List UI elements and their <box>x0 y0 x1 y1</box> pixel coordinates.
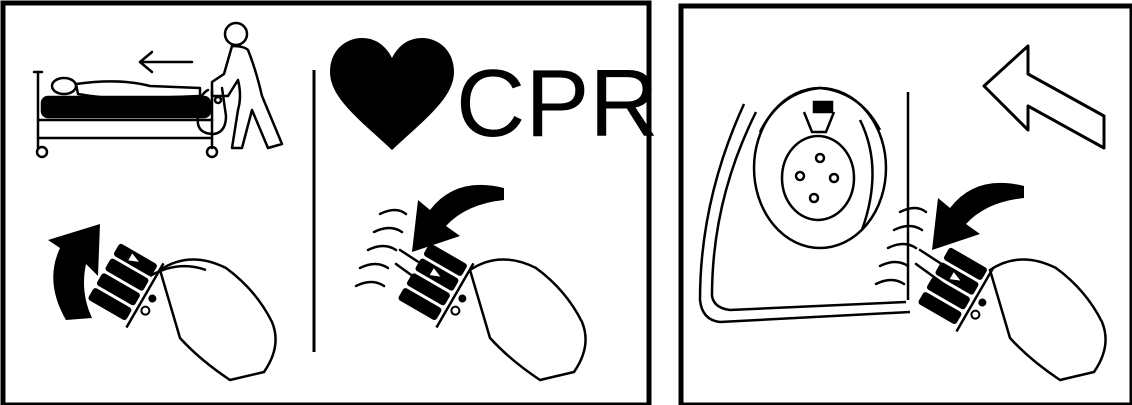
curved-arrow-up-icon <box>48 224 100 320</box>
right-panel <box>681 6 1132 405</box>
heart-icon <box>330 38 454 150</box>
curved-arrow-down-icon <box>932 183 1024 250</box>
cpr-label: CPR <box>456 50 659 157</box>
arrow-left-outline-icon <box>984 46 1104 148</box>
wrist-control-lift-icon <box>48 224 276 380</box>
curved-arrow-down-icon <box>412 185 504 252</box>
left-panel: CPR <box>3 3 659 405</box>
wrist-control-press-icon <box>356 185 586 380</box>
bed-transport-icon <box>34 23 282 157</box>
round-dial-icon <box>754 88 886 248</box>
wrist-control-press-icon <box>876 183 1106 380</box>
